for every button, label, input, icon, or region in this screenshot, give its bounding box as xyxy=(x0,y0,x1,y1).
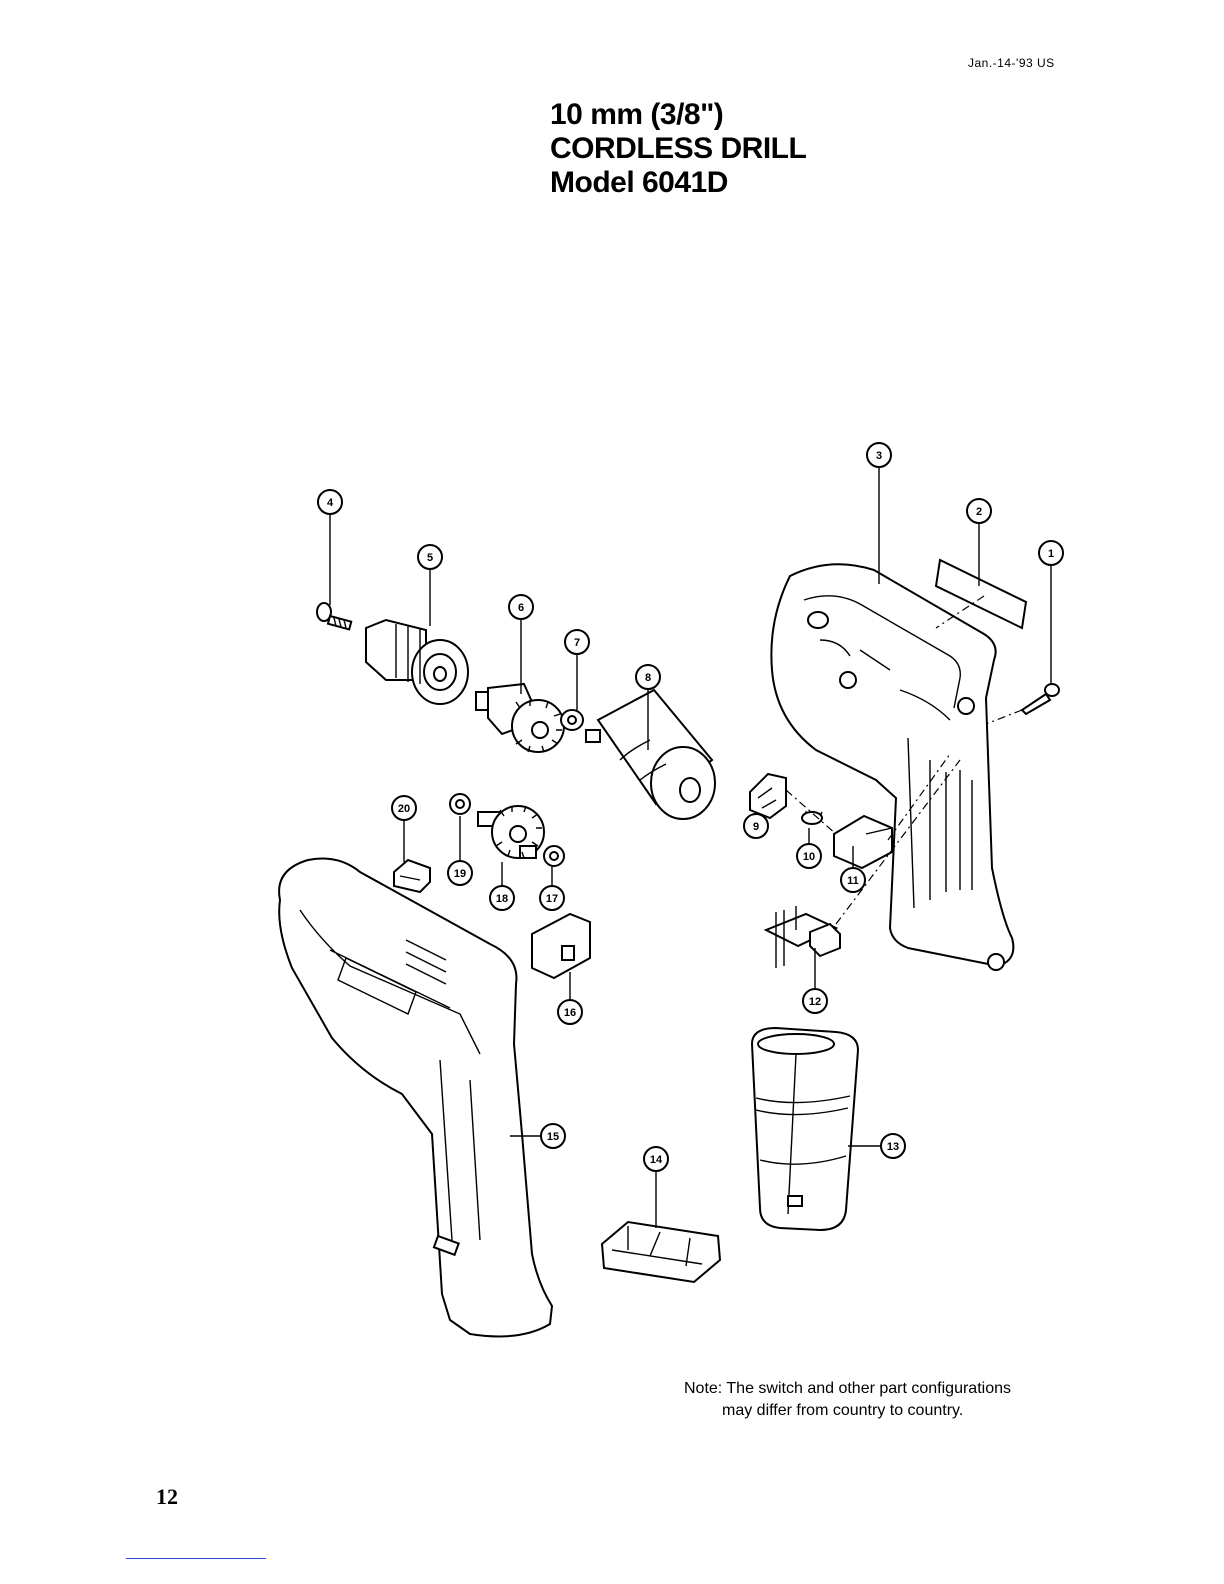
callout-3: 3 xyxy=(867,443,891,467)
svg-text:16: 16 xyxy=(564,1007,576,1019)
page-number: 12 xyxy=(156,1484,178,1510)
part-cover-14 xyxy=(602,1222,720,1282)
callout-5: 5 xyxy=(418,545,442,569)
part-bearing-19 xyxy=(450,794,470,814)
callout-13: 13 xyxy=(881,1134,905,1158)
part-spring-10 xyxy=(802,812,822,824)
svg-text:11: 11 xyxy=(847,875,859,887)
svg-text:9: 9 xyxy=(753,821,759,833)
callout-4: 4 xyxy=(318,490,342,514)
callout-9: 9 xyxy=(744,814,768,838)
part-battery-13 xyxy=(752,1028,858,1230)
part-gear-assembly-6 xyxy=(476,684,564,752)
part-bearing-7 xyxy=(561,710,583,730)
callout-17: 17 xyxy=(540,886,564,910)
callout-2: 2 xyxy=(967,499,991,523)
svg-text:3: 3 xyxy=(876,450,882,462)
callout-15: 15 xyxy=(541,1124,565,1148)
svg-text:6: 6 xyxy=(518,602,524,614)
callout-8: 8 xyxy=(636,665,660,689)
svg-text:7: 7 xyxy=(574,637,580,649)
callout-20: 20 xyxy=(392,796,416,820)
part-microswitch-11 xyxy=(834,816,892,868)
callout-10: 10 xyxy=(797,844,821,868)
part-gear-18 xyxy=(478,806,544,858)
configuration-note: Note: The switch and other part configur… xyxy=(684,1378,1011,1422)
part-screw-4 xyxy=(317,603,351,629)
callout-19: 19 xyxy=(448,861,472,885)
callout-14: 14 xyxy=(644,1147,668,1171)
part-terminal-12 xyxy=(766,906,840,968)
assembly-line-1 xyxy=(986,710,1022,724)
svg-text:13: 13 xyxy=(887,1141,899,1153)
part-chuck-5 xyxy=(366,620,468,704)
part-motor-8 xyxy=(586,690,715,819)
part-housing-15 xyxy=(279,859,552,1337)
svg-text:19: 19 xyxy=(454,868,466,880)
part-screw-1 xyxy=(1022,684,1059,714)
callout-12: 12 xyxy=(803,989,827,1013)
callout-16: 16 xyxy=(558,1000,582,1024)
part-switch-16 xyxy=(532,914,590,978)
note-line-2: may differ from country to country. xyxy=(684,1400,1011,1422)
svg-text:17: 17 xyxy=(546,893,558,905)
svg-text:12: 12 xyxy=(809,996,821,1008)
callout-18: 18 xyxy=(490,886,514,910)
svg-text:2: 2 xyxy=(976,506,982,518)
footer-rule xyxy=(126,1558,266,1559)
svg-text:15: 15 xyxy=(547,1131,559,1143)
part-clip-20 xyxy=(394,860,430,892)
callout-6: 6 xyxy=(509,595,533,619)
callout-1: 1 xyxy=(1039,541,1063,565)
svg-text:8: 8 xyxy=(645,672,651,684)
callout-7: 7 xyxy=(565,630,589,654)
svg-text:4: 4 xyxy=(327,497,334,509)
part-housing-3 xyxy=(771,564,1013,970)
svg-text:14: 14 xyxy=(650,1154,663,1166)
part-bearing-17 xyxy=(544,846,564,866)
svg-text:20: 20 xyxy=(398,803,410,815)
svg-text:10: 10 xyxy=(803,851,815,863)
svg-text:1: 1 xyxy=(1048,548,1054,560)
svg-text:18: 18 xyxy=(496,893,508,905)
callout-11: 11 xyxy=(841,868,865,892)
note-line-1: Note: The switch and other part configur… xyxy=(684,1378,1011,1400)
svg-text:5: 5 xyxy=(427,552,433,564)
part-bracket-9 xyxy=(750,774,786,818)
